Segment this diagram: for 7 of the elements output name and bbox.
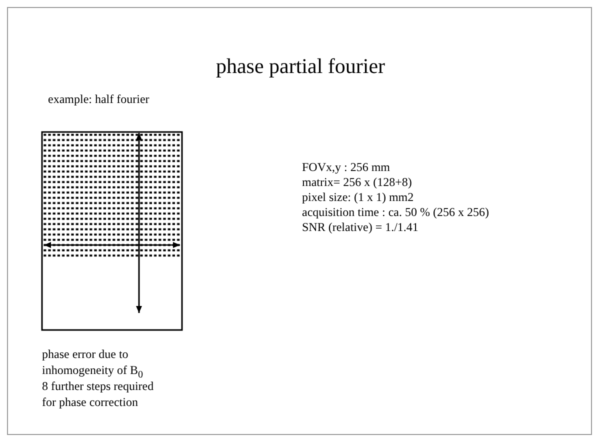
parameter-text: pixel size: (1 x 1) mm2 [302,190,414,205]
subtitle: example: half fourier [48,92,150,107]
parameter-text: SNR (relative) = 1./1.41 [302,220,418,235]
slide-title: phase partial fourier [214,54,386,79]
parameter-text: FOVx,y : 256 mm [302,160,390,175]
parameter-text: matrix= 256 x (128+8) [302,175,412,190]
parameter-text: acquisition time : ca. 50 % (256 x 256) [302,205,489,220]
